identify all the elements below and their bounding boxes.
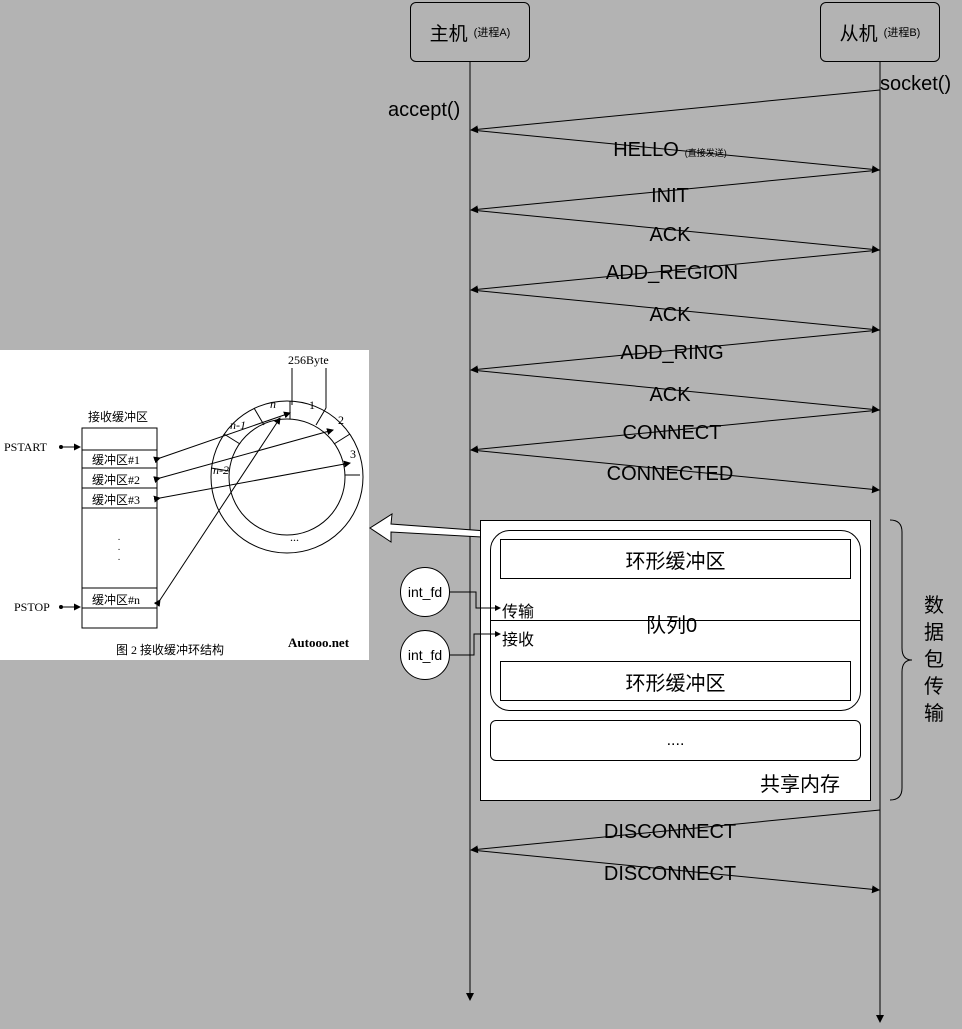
- arrow-disconnect-2: [470, 849, 880, 894]
- int-fd-rx: int_fd: [400, 630, 450, 680]
- figure-slot-n-1: n-1: [230, 418, 246, 432]
- rx-label: 接收: [502, 632, 535, 649]
- msg-ack-3: ACK: [649, 384, 691, 406]
- arrow-ack-1: [470, 209, 880, 254]
- arrow-add-region: [470, 249, 881, 294]
- slave-name: 从机: [839, 23, 878, 45]
- msg-connect: CONNECT: [622, 422, 722, 444]
- figure-buffer-2: 缓冲区#2: [92, 473, 141, 487]
- figure-slot-1: 1: [309, 398, 315, 412]
- msg-init: INIT: [651, 185, 689, 207]
- host-actor: 主机 (进程A): [410, 2, 530, 62]
- msg-connected: CONNECTED: [606, 463, 734, 485]
- msg-ack-2: ACK: [649, 304, 691, 326]
- arrow-ack-2: [470, 289, 880, 334]
- host-sub: (进程A): [473, 27, 511, 39]
- figure-title: 接收缓冲区: [88, 410, 149, 424]
- svg-text:·: ·: [117, 544, 120, 555]
- figure-slot-n-2: n-2: [213, 463, 229, 477]
- figure-caption: 图 2 接收缓冲环结构: [116, 643, 225, 657]
- packet-transfer-label: 数据包传输: [924, 595, 944, 725]
- ring-figure-drawing: · · ·: [59, 368, 364, 629]
- arrow-init: [470, 169, 881, 214]
- shared-memory-title: 共享内存: [760, 774, 840, 796]
- arrow-connect: [470, 409, 881, 454]
- transfer-brace: [889, 519, 913, 801]
- figure-pstop: PSTOP: [14, 600, 50, 614]
- slave-actor: 从机 (进程B): [820, 2, 940, 62]
- arrow-disconnect-1: [470, 809, 881, 854]
- figure-slot-3: 3: [350, 447, 356, 461]
- msg-disconnect-1: DISCONNECT: [603, 821, 737, 843]
- msg-hello-note: (直接发送): [684, 148, 727, 158]
- msg-hello-label: HELLO: [613, 139, 679, 161]
- figure-buffer-1: 缓冲区#1: [92, 453, 141, 467]
- figure-pstart: PSTART: [4, 440, 47, 454]
- arrow-hello: [470, 129, 880, 174]
- figure-slot-more: ...: [290, 530, 299, 544]
- svg-text:·: ·: [117, 534, 120, 545]
- arrow-add-ring: [470, 329, 881, 374]
- ring-buffer-top: 环形缓冲区: [500, 539, 851, 579]
- msg-add-ring: ADD_RING: [620, 342, 724, 364]
- figure-watermark: Autooo.net: [288, 635, 350, 650]
- svg-text:·: ·: [117, 554, 120, 565]
- queue-divider: [490, 620, 860, 621]
- slave-sub: (进程B): [883, 27, 921, 39]
- host-name: 主机: [429, 23, 468, 45]
- msg-add-region: ADD_REGION: [605, 262, 739, 284]
- figure-slot-n: n: [270, 397, 276, 411]
- ring-buffer-bottom: 环形缓冲区: [500, 661, 851, 701]
- socket-call: socket(): [880, 73, 952, 95]
- queue-label: 队列0: [646, 615, 698, 637]
- int-fd-tx: int_fd: [400, 567, 450, 617]
- figure-buffer-n: 缓冲区#n: [92, 593, 141, 607]
- more-queues-box: ....: [490, 720, 861, 761]
- figure-buffer-3: 缓冲区#3: [92, 493, 141, 507]
- msg-disconnect-2: DISCONNECT: [603, 863, 737, 885]
- arrow-ack-3: [470, 369, 880, 414]
- arrow-connected: [470, 449, 880, 494]
- more-queues-label: ....: [666, 731, 685, 749]
- ring-buffer-figure: · · · 接收缓冲区 PSTART PSTOP 缓冲区#1 缓冲区#2 缓冲区…: [0, 350, 369, 660]
- accept-call: accept(): [388, 99, 461, 121]
- msg-hello: HELLO (直接发送): [613, 139, 727, 164]
- tx-label: 传输: [502, 604, 535, 621]
- figure-ring-size: 256Byte: [288, 353, 329, 367]
- msg-ack-1: ACK: [649, 224, 691, 246]
- arrow-socket: [470, 89, 881, 134]
- figure-slot-2: 2: [338, 413, 344, 427]
